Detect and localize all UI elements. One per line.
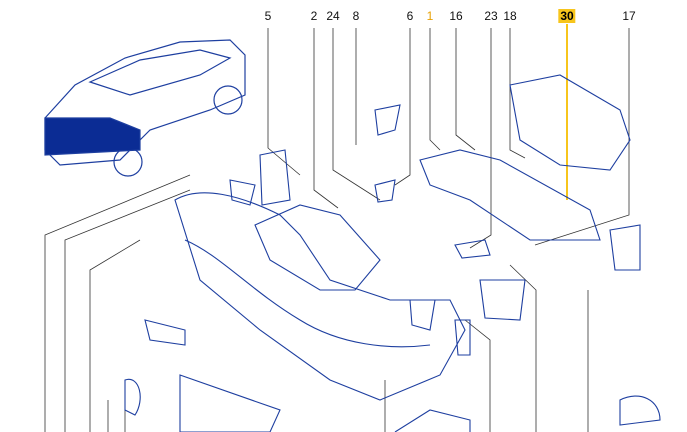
callout-24[interactable]: 24 bbox=[326, 9, 340, 23]
callout-17[interactable]: 17 bbox=[622, 9, 636, 23]
callout-5[interactable]: 5 bbox=[264, 9, 272, 23]
callout-2[interactable]: 2 bbox=[310, 9, 318, 23]
vehicle-thumbnail bbox=[44, 39, 246, 177]
leader-lines bbox=[44, 28, 630, 432]
callout-8[interactable]: 8 bbox=[352, 9, 360, 23]
callout-23[interactable]: 23 bbox=[484, 9, 498, 23]
parts bbox=[124, 74, 661, 432]
callout-30[interactable]: 30 bbox=[558, 9, 576, 23]
callout-1[interactable]: 1 bbox=[426, 9, 434, 23]
callout-16[interactable]: 16 bbox=[449, 9, 463, 23]
callout-18[interactable]: 18 bbox=[503, 9, 517, 23]
callout-6[interactable]: 6 bbox=[406, 9, 414, 23]
